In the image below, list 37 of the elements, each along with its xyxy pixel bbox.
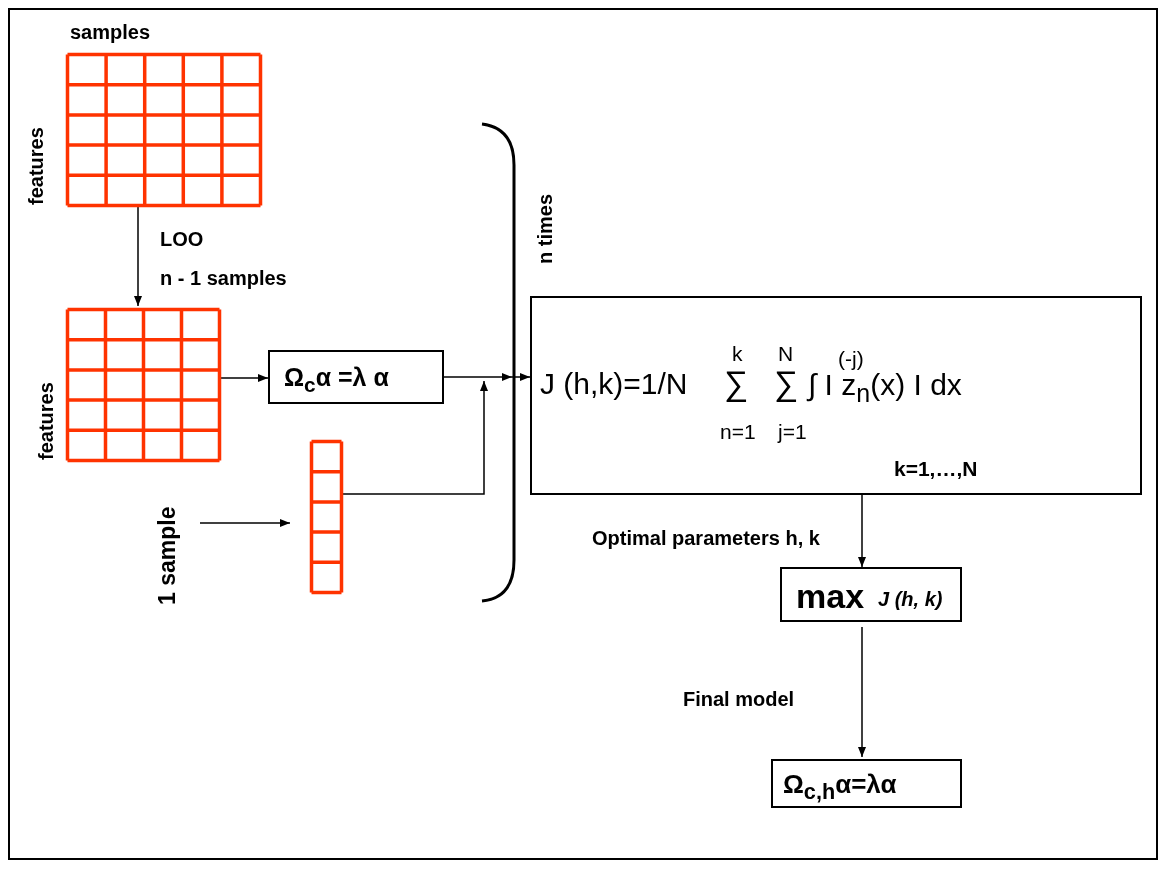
sum-symbol: ∑ [774,366,799,400]
superscript: (-j) [838,348,864,369]
sum-limit: k [732,343,743,364]
process-box [268,350,444,404]
arrow [443,373,531,381]
sum-limit: N [778,343,794,364]
process-box [771,759,962,808]
sample-vector [310,440,343,594]
axis-label: features [26,127,46,205]
sum-limit: n=1 [720,421,756,442]
edge-label: Final model [683,689,795,709]
equation: Ω$_{c}$α =λ α [284,365,389,396]
objective-label: J (h, k) [878,589,943,609]
data-matrix [66,308,221,462]
equation: Ω$_{c,h}$α=λα [783,771,897,803]
process-box [780,567,962,622]
arrow [858,626,866,758]
arrow [220,374,269,382]
axis-label: features [36,382,56,460]
arrow [858,494,866,568]
formula-text: ∫ I z$_{n}$(x) I dx [808,370,962,406]
arrow [342,380,488,495]
formula-box [530,296,1142,495]
range-label: k=1,…,N [894,458,978,479]
text-label: n - 1 samples [160,268,287,288]
node-label: 1 sample [156,506,179,605]
arrow [199,519,291,527]
edge-label: Optimal parameters h, k [592,528,820,548]
max-label: max [796,579,865,613]
sum-symbol: ∑ [724,366,749,400]
arrow [134,206,142,307]
sum-limit: j=1 [778,421,807,442]
text-label: n times [535,193,555,264]
data-matrix [66,53,262,207]
axis-label: samples [70,22,151,42]
formula-text: J (h,k)=1/N [540,369,688,399]
edge-label: LOO [160,229,204,249]
